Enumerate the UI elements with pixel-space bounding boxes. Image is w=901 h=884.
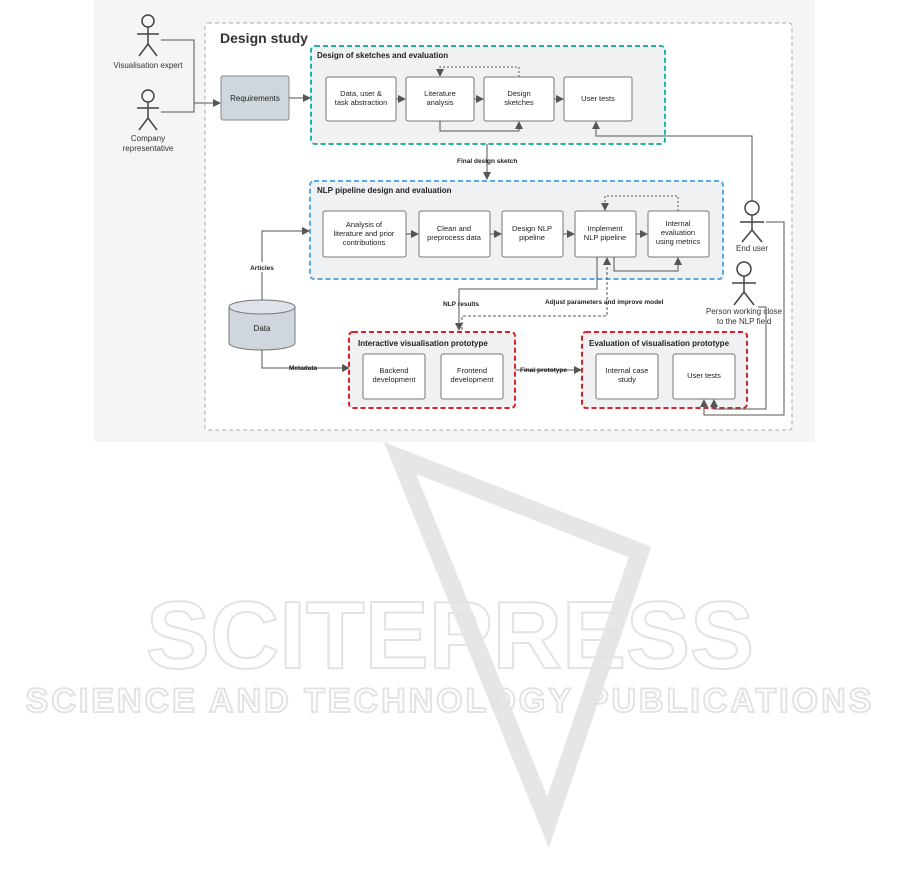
step-clean-preprocess: Clean and preprocess data — [418, 210, 491, 258]
step-label: task abstraction — [335, 98, 388, 107]
step-label: Frontend — [457, 366, 487, 375]
actor-end-user: End user — [736, 200, 768, 253]
edge-label-final-prototype: Final prototype — [520, 367, 567, 374]
arrow-metadata — [261, 350, 350, 372]
step-label: Analysis of — [346, 220, 383, 229]
step-implement-nlp-pipeline: Implement NLP pipeline — [574, 210, 637, 258]
step-label: Internal — [665, 219, 690, 228]
actor-label: Company — [131, 134, 165, 143]
data-store: Data — [228, 299, 296, 351]
step-label: Clean and — [437, 224, 471, 233]
watermark-logo-shape — [383, 441, 652, 848]
step-user-tests-evaluation: User tests — [672, 353, 736, 400]
person-icon — [137, 89, 159, 131]
step-label: literature and prior — [334, 229, 395, 238]
group-prototype: Interactive visualisation prototype Back… — [348, 331, 516, 409]
group-title: NLP pipeline design and evaluation — [317, 186, 452, 195]
step-label: contributions — [343, 238, 386, 247]
step-label: Design NLP — [512, 224, 552, 233]
step-internal-case-study: Internal case study — [595, 353, 659, 400]
step-user-tests-sketches: User tests — [563, 76, 633, 122]
step-analysis-literature: Analysis of literature and prior contrib… — [322, 210, 407, 258]
actor-label: End user — [736, 244, 768, 253]
step-label: NLP pipeline — [584, 233, 626, 242]
edge-label-metadata: Metadata — [289, 365, 318, 372]
group-title: Interactive visualisation prototype — [358, 339, 488, 348]
step-label: using metrics — [656, 237, 700, 246]
nlp-arrows — [406, 195, 682, 272]
sketch-arrows — [396, 66, 564, 132]
step-label: Design — [507, 89, 530, 98]
actor-label: representative — [123, 144, 174, 153]
person-icon — [732, 261, 756, 306]
edge-label-articles: Articles — [250, 265, 274, 272]
step-backend-development: Backend development — [362, 353, 426, 400]
group-title: Evaluation of visualisation prototype — [589, 339, 730, 348]
step-label: Literature — [424, 89, 456, 98]
watermark-main-text: SCITEPRESS — [146, 582, 754, 689]
step-design-sketches: Design sketches — [483, 76, 555, 122]
page-title: Design study — [220, 30, 308, 46]
actor-label: Visualisation expert — [113, 61, 183, 70]
step-label: analysis — [426, 98, 453, 107]
actor-label: Person working close — [706, 307, 783, 316]
group-sketches: Design of sketches and evaluation Data, … — [310, 45, 666, 145]
step-internal-evaluation: Internal evaluation using metrics — [647, 210, 710, 258]
step-label: Implement — [587, 224, 623, 233]
step-label: Internal case — [606, 366, 649, 375]
step-literature-analysis: Literature analysis — [405, 76, 475, 122]
step-label: Data, user & — [340, 89, 382, 98]
watermark: SCITEPRESS SCIENCE AND TECHNOLOGY PUBLIC… — [25, 441, 875, 848]
step-label: development — [373, 375, 417, 384]
step-label: Backend — [379, 366, 408, 375]
actor-connectors — [161, 39, 221, 113]
data-label: Data — [254, 324, 271, 333]
end-user-connectors — [592, 121, 785, 416]
step-label: pipeline — [519, 233, 545, 242]
actor-company-representative: Company representative — [123, 89, 174, 153]
step-label: User tests — [581, 94, 615, 103]
actor-label: to the NLP field — [717, 317, 772, 326]
edge-label-adjust: Adjust parameters and improve model — [545, 299, 664, 306]
step-abstraction: Data, user & task abstraction — [325, 76, 397, 122]
step-label: preprocess data — [427, 233, 482, 242]
step-frontend-development: Frontend development — [440, 353, 504, 400]
arrow-articles — [261, 227, 310, 300]
arrow-adjust-parameters — [461, 257, 611, 330]
group-title: Design of sketches and evaluation — [317, 51, 448, 60]
edge-label-final-design-sketch: Final design sketch — [457, 158, 517, 165]
edge-label-nlp-results: NLP results — [443, 301, 479, 308]
step-label: sketches — [504, 98, 534, 107]
step-label: development — [451, 375, 495, 384]
person-icon — [740, 200, 764, 243]
step-label: User tests — [687, 371, 721, 380]
group-evaluation: Evaluation of visualisation prototype In… — [581, 331, 748, 409]
actor-nlp-person: Person working close to the NLP field — [706, 261, 783, 326]
step-label: evaluation — [661, 228, 695, 237]
group-nlp: NLP pipeline design and evaluation Analy… — [309, 180, 724, 280]
requirements-label: Requirements — [230, 94, 280, 103]
step-label: study — [618, 375, 636, 384]
watermark-sub-text: SCIENCE AND TECHNOLOGY PUBLICATIONS — [26, 682, 875, 720]
person-icon — [137, 14, 159, 57]
step-design-nlp-pipeline: Design NLP pipeline — [501, 210, 564, 258]
arrow-nlp-results — [455, 257, 598, 331]
actor-visualisation-expert: Visualisation expert — [113, 14, 183, 70]
requirements-node: Requirements — [220, 75, 290, 121]
